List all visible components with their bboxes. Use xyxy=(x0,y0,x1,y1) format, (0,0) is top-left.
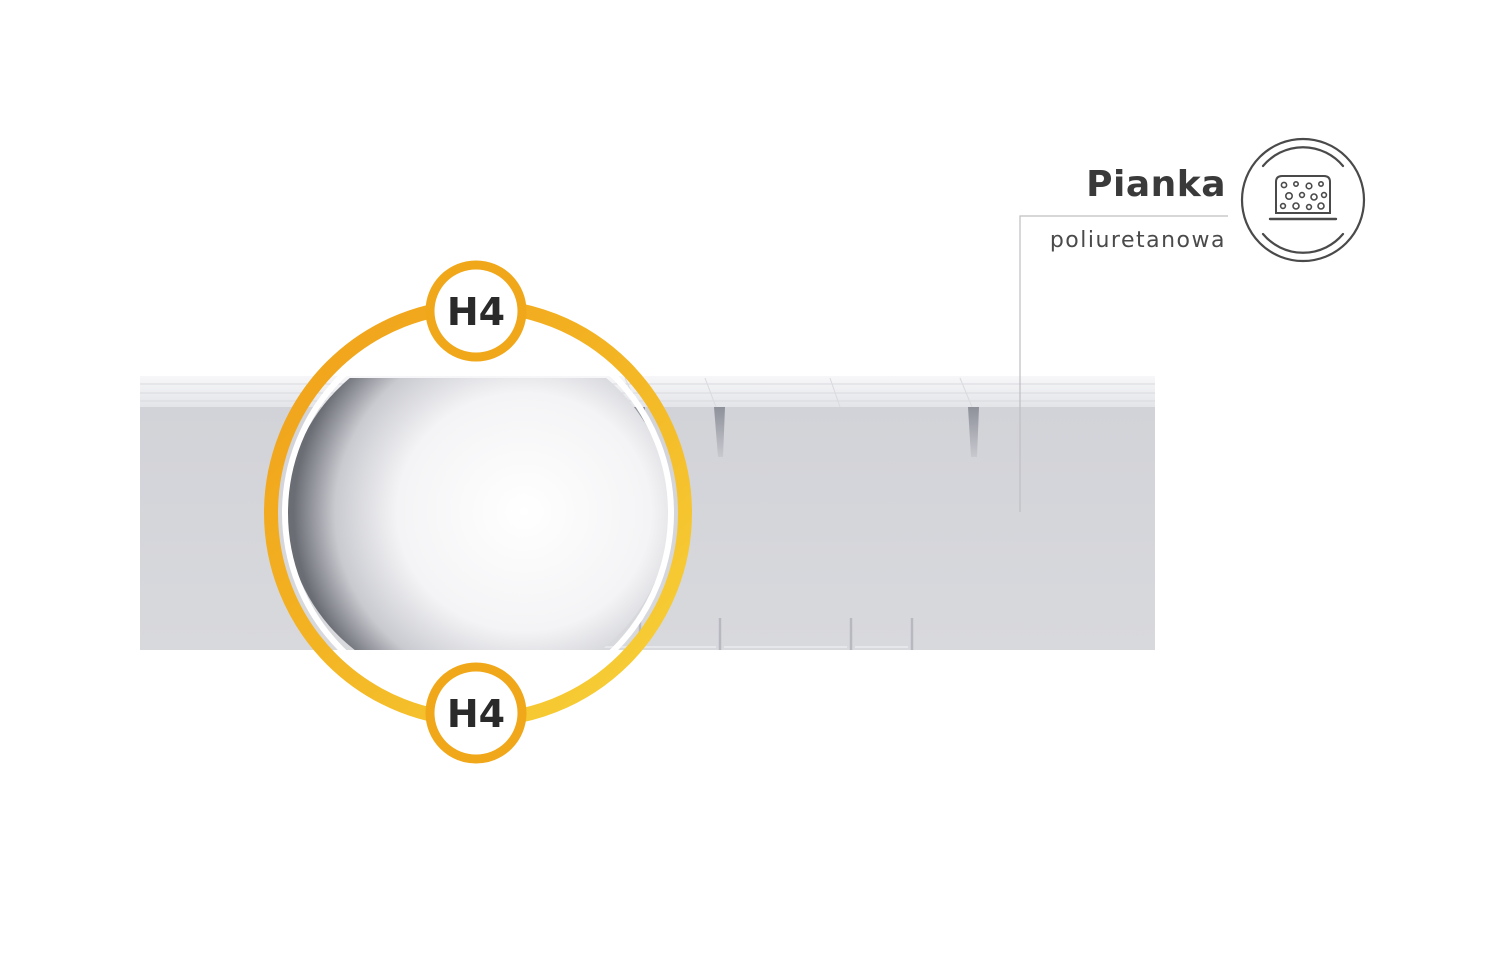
material-title: Pianka xyxy=(1086,164,1226,205)
firmness-badge-top: H4 xyxy=(425,260,527,362)
firmness-badge-bottom-label: H4 xyxy=(447,692,505,736)
cross-section-cutaway xyxy=(286,378,670,650)
callout-leader-line xyxy=(1019,215,1228,512)
foam-icon xyxy=(1240,137,1366,263)
firmness-badge-bottom: H4 xyxy=(425,662,527,764)
firmness-badge-top-label: H4 xyxy=(447,290,505,334)
material-subtitle: poliuretanowa xyxy=(1049,228,1226,253)
